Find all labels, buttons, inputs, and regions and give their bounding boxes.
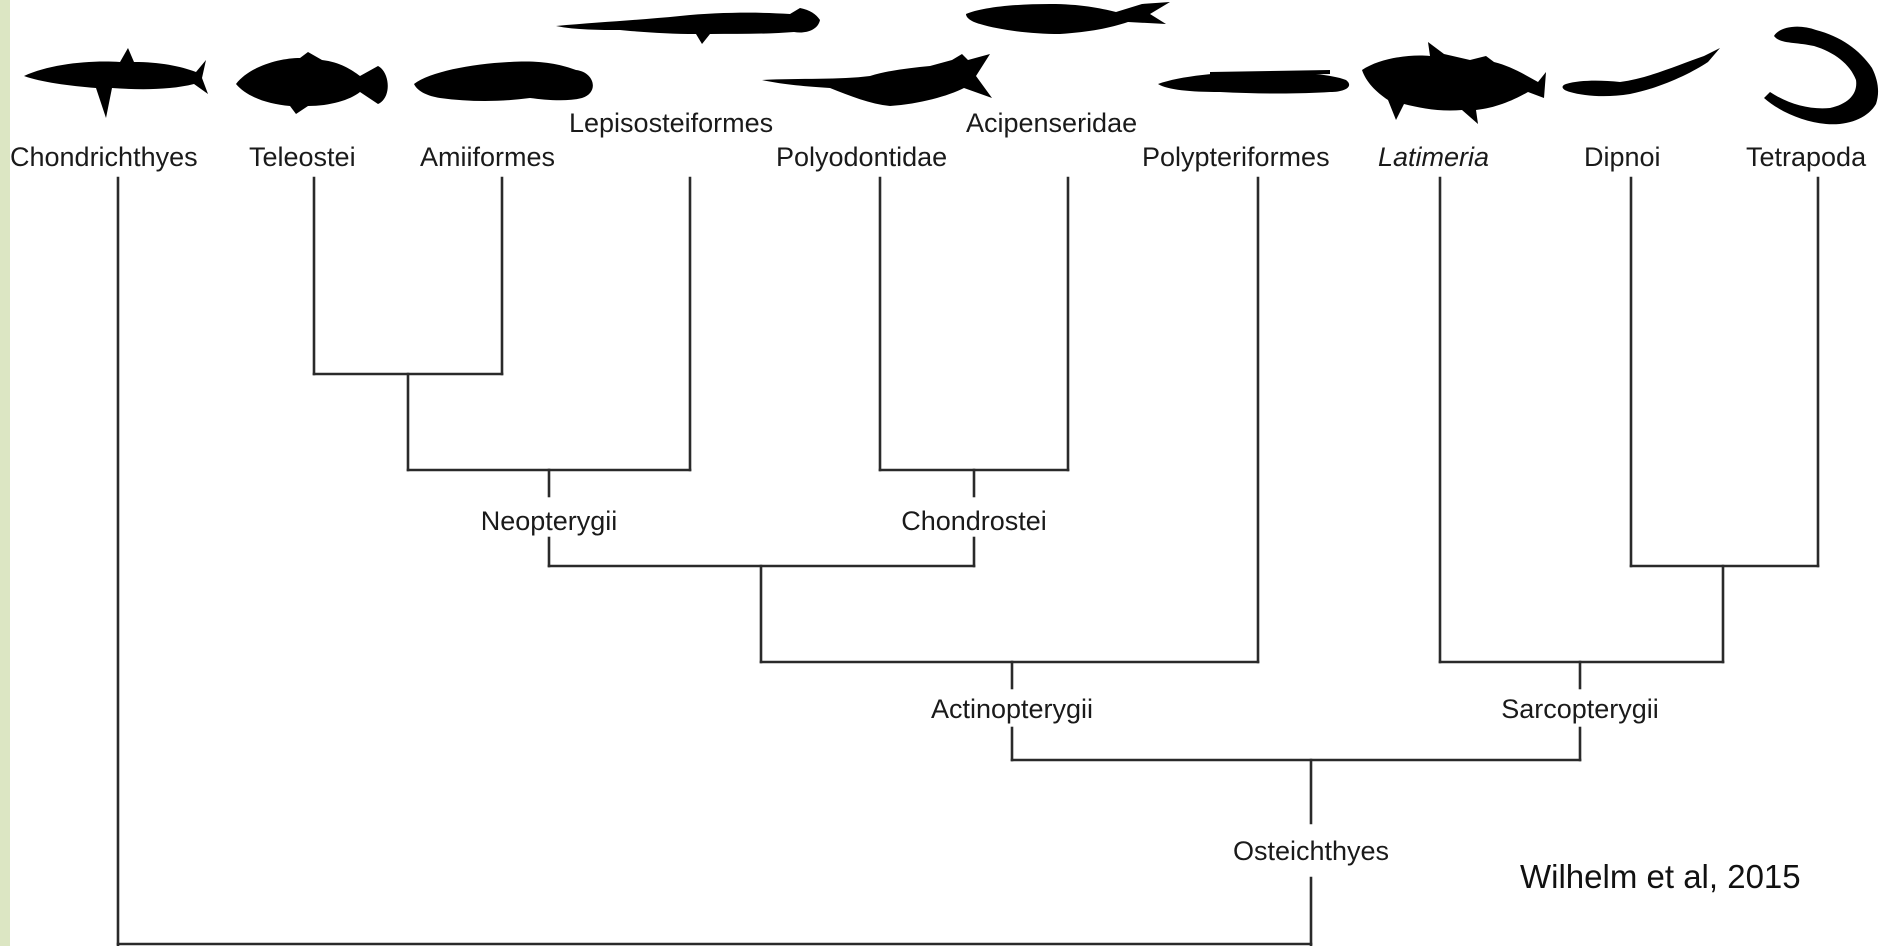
clade-labels: Neopterygii Chondrostei Actinopterygii S…: [481, 506, 1659, 866]
clade-label-chondrostei: Chondrostei: [901, 506, 1047, 536]
taxon-label-dipnoi: Dipnoi: [1584, 142, 1661, 172]
sturgeon-silhouette-icon: [966, 2, 1170, 34]
lungfish-silhouette-icon: [1563, 48, 1720, 96]
clade-label-neopterygii: Neopterygii: [481, 506, 618, 536]
clade-label-sarcopterygii: Sarcopterygii: [1501, 694, 1659, 724]
taxon-label-acipenseridae: Acipenseridae: [966, 108, 1137, 138]
clade-label-actinopterygii: Actinopterygii: [931, 694, 1093, 724]
tree-branches: [118, 178, 1818, 946]
clade-label-osteichthyes: Osteichthyes: [1233, 836, 1389, 866]
taxon-label-chondrichthyes: Chondrichthyes: [10, 142, 198, 172]
bichir-silhouette-icon: [1158, 70, 1349, 94]
taxon-label-teleostei: Teleostei: [249, 142, 356, 172]
shark-silhouette-icon: [24, 48, 208, 118]
amia-silhouette-icon: [414, 61, 593, 101]
taxon-label-latimeria: Latimeria: [1378, 142, 1489, 172]
taxon-label-tetrapoda: Tetrapoda: [1746, 142, 1867, 172]
taxon-labels: Chondrichthyes Teleostei Amiiformes Lepi…: [10, 108, 1867, 172]
paddlefish-silhouette-icon: [762, 54, 992, 106]
teleost-silhouette-icon: [236, 52, 388, 114]
gar-silhouette-icon: [556, 8, 820, 44]
citation-text: Wilhelm et al, 2015: [1520, 858, 1801, 896]
taxon-label-lepisosteiformes: Lepisosteiformes: [569, 108, 773, 138]
taxon-label-polypteriformes: Polypteriformes: [1142, 142, 1330, 172]
taxon-label-amiiformes: Amiiformes: [420, 142, 555, 172]
taxon-label-polyodontidae: Polyodontidae: [776, 142, 947, 172]
coelacanth-silhouette-icon: [1362, 42, 1546, 124]
salamander-silhouette-icon: [1764, 27, 1878, 125]
